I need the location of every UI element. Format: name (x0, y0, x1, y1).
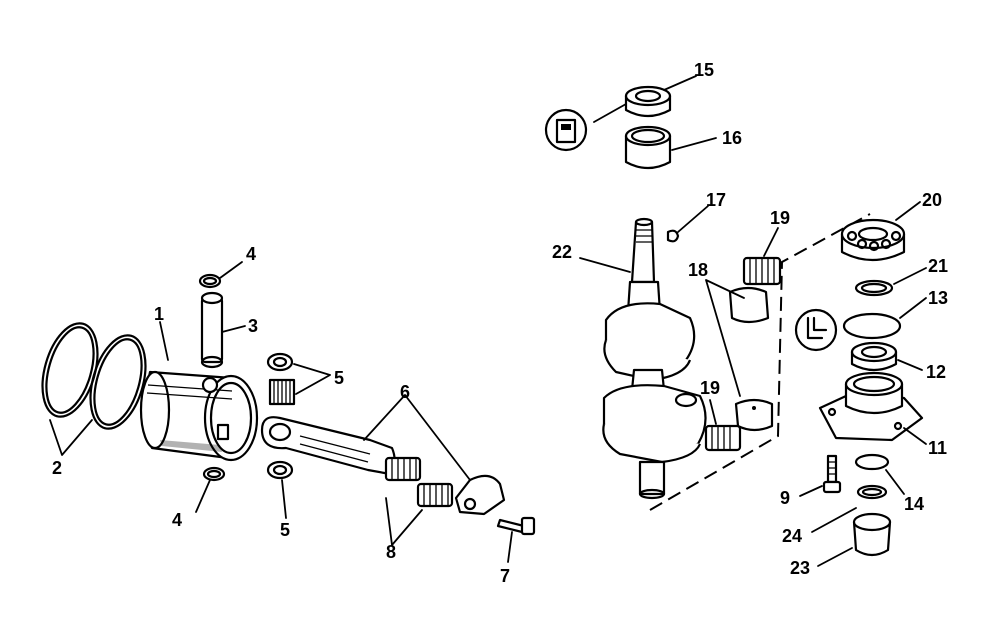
callout-3: 3 (248, 316, 258, 336)
piston-pin (200, 291, 224, 369)
crankshaft-key (666, 229, 680, 243)
rod-bearing-cage-2 (416, 482, 454, 508)
callout-11: 11 (928, 438, 947, 458)
callout-18: 18 (688, 260, 708, 280)
seal-24 (856, 484, 888, 500)
callout-4-upper: 4 (246, 244, 256, 264)
o-ring-14 (854, 453, 890, 471)
rod-bearing-cage-1 (384, 456, 422, 482)
callout-1: 1 (154, 304, 164, 324)
upper-needle-bearing (624, 125, 672, 170)
housing-screw (822, 454, 842, 494)
bearing-race-lower (734, 398, 774, 432)
assembly-line-right (649, 213, 871, 511)
thrust-washer-lower (266, 460, 294, 480)
retaining-ring-lower (202, 466, 226, 482)
o-ring-13 (842, 312, 902, 340)
callout-5-lower: 5 (280, 520, 290, 540)
callout-20: 20 (922, 190, 942, 210)
callout-13: 13 (928, 288, 948, 308)
callout-8: 8 (386, 542, 396, 562)
cap-23 (852, 512, 892, 557)
callout-6: 6 (400, 382, 410, 402)
callout-22: 22 (552, 242, 572, 262)
callout-15: 15 (694, 60, 714, 80)
callout-19-lower: 19 (700, 378, 720, 398)
ball-bearing (840, 218, 906, 262)
retaining-ring-upper (198, 273, 222, 289)
callout-19-upper: 19 (770, 208, 790, 228)
sealant-icon (544, 108, 588, 152)
bearing-cage-upper (742, 256, 782, 286)
callout-16: 16 (722, 128, 742, 148)
wrist-pin-bearing (268, 378, 296, 406)
callout-24: 24 (782, 526, 802, 546)
callout-9: 9 (780, 488, 790, 508)
lower-bearing-housing (818, 371, 924, 442)
seal-12 (850, 341, 898, 372)
thrust-washer-upper (266, 352, 294, 372)
callout-5-upper: 5 (334, 368, 344, 388)
upper-seal (624, 85, 672, 118)
callout-21: 21 (928, 256, 948, 276)
callout-14: 14 (904, 494, 924, 514)
leader-lines (49, 75, 927, 567)
rod-screw (496, 516, 536, 536)
callout-4-lower: 4 (172, 510, 182, 530)
callout-12: 12 (926, 362, 946, 382)
connecting-rod-cap (454, 474, 506, 516)
bearing-cage-lower (704, 424, 742, 452)
lubricant-icon (794, 308, 838, 352)
callout-23: 23 (790, 558, 810, 578)
callout-17: 17 (706, 190, 726, 210)
piston-rings (41, 322, 147, 430)
piston (139, 370, 259, 462)
callout-7: 7 (500, 566, 510, 586)
callout-2: 2 (52, 458, 62, 478)
crankshaft (602, 217, 707, 500)
retaining-ring-21 (854, 279, 894, 297)
connecting-rod (260, 416, 396, 476)
